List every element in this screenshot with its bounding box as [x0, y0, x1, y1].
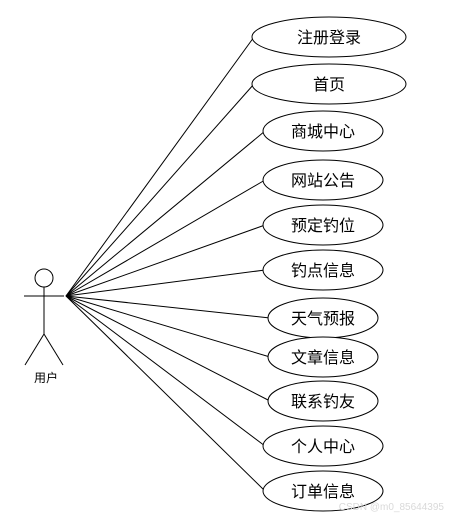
use-case-label: 商城中心: [291, 122, 355, 141]
use-case-label: 网站公告: [291, 171, 355, 190]
use-case: 商城中心: [262, 110, 384, 152]
use-case: 联系钓友: [267, 380, 379, 422]
use-case-ellipse: [262, 470, 384, 512]
watermark: CSDN @m0_85644395: [339, 502, 445, 513]
use-case-ellipse: [262, 425, 384, 467]
actor: 用户: [24, 268, 64, 385]
use-case-ellipse: [262, 110, 384, 152]
association-line: [65, 295, 271, 402]
use-case: 注册登录: [251, 16, 407, 58]
use-case-ellipse: [262, 249, 384, 291]
use-case-ellipse: [251, 63, 407, 105]
use-case-ellipse: [262, 204, 384, 246]
association-line: [65, 36, 255, 297]
use-case: 天气预报: [267, 297, 379, 339]
use-case-group: 注册登录首页商城中心网站公告预定钓位钓点信息天气预报文章信息联系钓友个人中心订单…: [251, 16, 407, 512]
use-case-ellipse: [262, 159, 384, 201]
use-case-ellipse: [251, 16, 407, 58]
use-case-label: 天气预报: [291, 309, 355, 328]
use-case-label: 联系钓友: [291, 392, 355, 411]
use-case: 首页: [251, 63, 407, 105]
use-case-ellipse: [267, 336, 379, 378]
association-line: [65, 295, 266, 492]
use-case: 网站公告: [262, 159, 384, 201]
association-line: [65, 295, 271, 319]
use-case: 个人中心: [262, 425, 384, 467]
association-line: [65, 130, 266, 297]
use-case: 文章信息: [267, 336, 379, 378]
use-case-label: 钓点信息: [291, 261, 355, 280]
actor-label: 用户: [34, 370, 58, 385]
use-case-ellipse: [267, 380, 379, 422]
use-case-label: 文章信息: [291, 348, 355, 367]
association-line: [65, 224, 266, 297]
association-line: [65, 179, 266, 297]
association-line: [65, 295, 266, 447]
association-lines: [65, 36, 271, 492]
use-case-label: 个人中心: [291, 437, 355, 456]
actor-head-icon: [34, 268, 54, 288]
use-case-label: 订单信息: [291, 482, 355, 501]
association-line: [65, 83, 255, 297]
use-case: 订单信息: [262, 470, 384, 512]
use-case: 预定钓位: [262, 204, 384, 246]
association-line: [65, 295, 271, 358]
actor-left-leg-icon: [24, 333, 45, 366]
association-line: [65, 269, 266, 297]
use-case: 钓点信息: [262, 249, 384, 291]
use-case-label: 注册登录: [297, 28, 361, 47]
use-case-label: 预定钓位: [291, 216, 355, 235]
actor-right-leg-icon: [43, 333, 64, 366]
use-case-label: 首页: [313, 75, 345, 94]
